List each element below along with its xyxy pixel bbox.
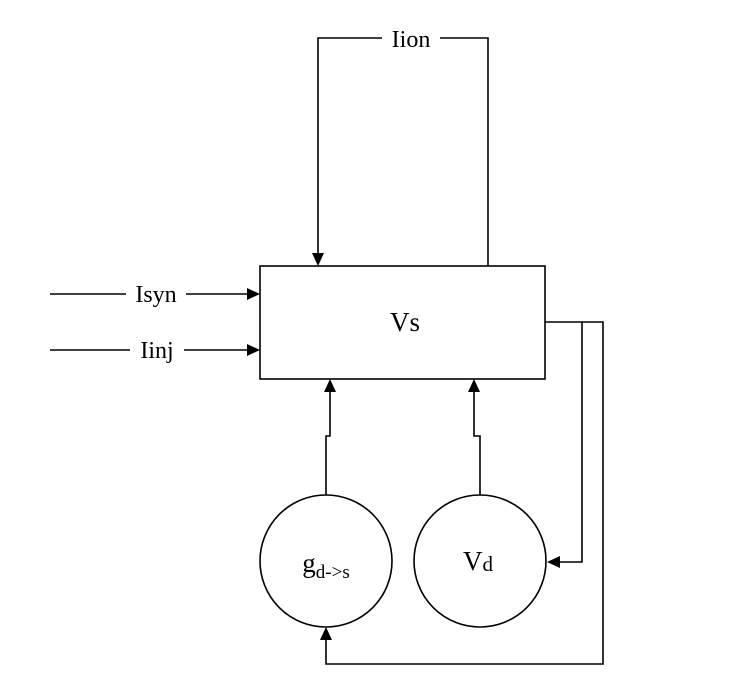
edge-vs-to-vd: [545, 321, 583, 568]
edge-label-isyn: Isyn: [135, 282, 176, 308]
edge-vs-to-gds: [320, 321, 604, 665]
node-sub-vd: d: [483, 552, 494, 576]
arrowhead-iinj: [247, 344, 260, 356]
edge-isyn: Isyn: [50, 280, 260, 308]
svg-text:Vd: Vd: [463, 546, 494, 576]
node-label-vs: Vs: [390, 307, 420, 337]
edge-iinj: Iinj: [50, 336, 260, 364]
svg-text:gd->s: gd->s: [302, 548, 349, 583]
arrowhead-vs-to-gds: [320, 627, 332, 640]
edge-iion: Iion: [312, 26, 489, 266]
edge-label-iinj: Iinj: [140, 338, 173, 364]
node-gds: gd->s: [259, 494, 393, 628]
arrowhead-gds-to-vs: [324, 379, 336, 392]
edge-label-iion: Iion: [392, 27, 431, 53]
edge-gds-to-vs: [324, 379, 336, 495]
node-vs: Vs: [259, 265, 546, 380]
arrowhead-iion: [312, 253, 324, 266]
arrowhead-vd-to-vs: [468, 379, 480, 392]
arrowhead-isyn: [247, 288, 260, 300]
node-label-gds: g: [302, 548, 316, 578]
edge-vd-to-vs: [468, 379, 481, 495]
node-sub-gds: d->s: [316, 562, 350, 583]
node-vd: Vd: [413, 494, 547, 628]
node-label-vd: V: [463, 546, 483, 576]
arrowhead-vs-to-vd: [547, 556, 560, 568]
